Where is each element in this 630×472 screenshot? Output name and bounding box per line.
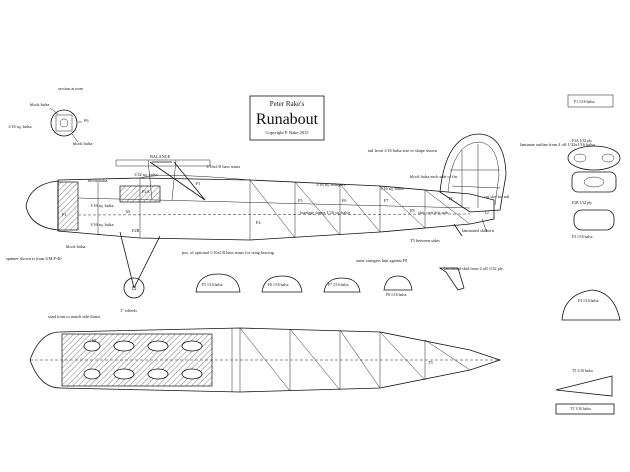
label-f2a-part: F2A 1/32 ply [572,139,592,143]
label-f6b: F6 [342,198,347,203]
label-balance: BALANCE [150,154,171,159]
label-block-balsa-a: block balsa [30,102,50,107]
label-horn: horn [486,228,495,233]
label-f6: F6 [84,118,89,123]
label-t1: T1 [448,196,453,201]
label-f1-left: F1 [62,212,67,217]
label-f5: F5 [298,198,303,203]
label-m: M [126,209,130,214]
label-t5-top: T5 [428,360,433,365]
label-f1-part: F1 1/16 balsa [574,100,595,104]
label-t5-between: T5 between sides [410,238,440,243]
label-section-at-nose: section at nose [58,86,83,91]
side-view-labels: BALANCE 1/16x1/8 bass struts block balsa… [6,142,595,313]
label-sq-116-d: 1/16 sq. balsa [380,186,404,191]
label-f6-part: F6 1/16 balsa [268,283,289,287]
label-sq-116-b: 1/16 sq. balsa [90,203,114,208]
label-outer-stringers: outer stringers butt against F8 [356,258,407,263]
label-fuselage-frame: fuselage frame 1/16 sq. balsa [300,210,350,215]
label-m-top: M [92,338,96,343]
label-laminated-skid-b: laminated skid from 2 off 1/32 ply [444,266,504,271]
label-stringers: 1/16 sq. stringers [316,182,346,187]
label-t5-part: T5 1/16 balsa [572,369,593,373]
label-block-balsa-b: block balsa [73,141,93,146]
label-f4: F4 [256,220,261,225]
label-t1-part: T1 1/16 balsa [570,407,591,411]
title-copyright: Copyright P. Rake 2015 [265,130,309,135]
label-laminated-skid-a: laminated skid [462,228,488,233]
nose-section: section at nose block balsa 1/16 sq. bal… [8,86,93,146]
label-laminate: laminate outline from 4 off 1/32x1/16 ba… [520,142,595,147]
top-view: sand front to match side thrust M T5 [29,314,502,393]
label-f3-part: F3 1/16 balsa [572,235,593,239]
label-cut-slot: cut slot for tail [484,194,510,199]
label-spinner: spinner shown is from UM P-40 [6,256,62,261]
label-f4-part: F4 1/16 balsa [578,299,599,303]
label-t2: T2 [484,210,489,215]
label-f2b-part: F2B 1/32 ply [572,201,592,205]
label-f2b: F2B [132,228,140,233]
label-tail-from: tail from 1/16 balsa size or shape shown [368,148,438,153]
label-f5-part: F5 1/16 balsa [202,283,223,287]
title-name: Runabout [256,111,319,128]
label-bass-struts: 1/16x1/8 bass struts [206,164,240,169]
title-block: Peter Rake's Runabout Copyright P. Rake … [249,95,325,141]
formers-row: outer stringers butt against F8 F8 1/16 … [195,258,504,297]
label-sq-132: 1/32 sq. balsa [134,172,158,177]
label-slot-this-side: slot: ovit this side [418,210,449,215]
parts-column: F1 1/16 balsa F2A 1/32 ply F2B 1/32 ply … [555,94,621,415]
label-block-balsa-e: block balsa each side of fin [410,174,458,179]
label-f2a: F2A [142,189,151,194]
label-f1: F1 [196,181,201,186]
label-f8-part: F8 1/16 balsa [386,293,407,297]
label-sq-balsa-116: 1/16 sq. balsa [8,124,32,129]
label-sq-116-c: 1/16 sq. balsa [90,222,114,227]
label-sand-front: sand front to match side thrust [48,314,101,319]
title-line1: Peter Rake's [270,100,305,108]
label-block-balsa-c: block balsa [88,178,108,183]
label-f7-part: F7 1/16 balsa [328,283,349,287]
label-bracing: pos. of optional 1/16x1/8 bass struts fo… [182,250,275,255]
label-f8: F8 [410,208,415,213]
label-wheels: 1" wheels [120,308,137,313]
side-view [25,133,507,299]
label-block-balsa-d: block balsa [66,244,86,249]
label-f7: F7 [384,198,389,203]
